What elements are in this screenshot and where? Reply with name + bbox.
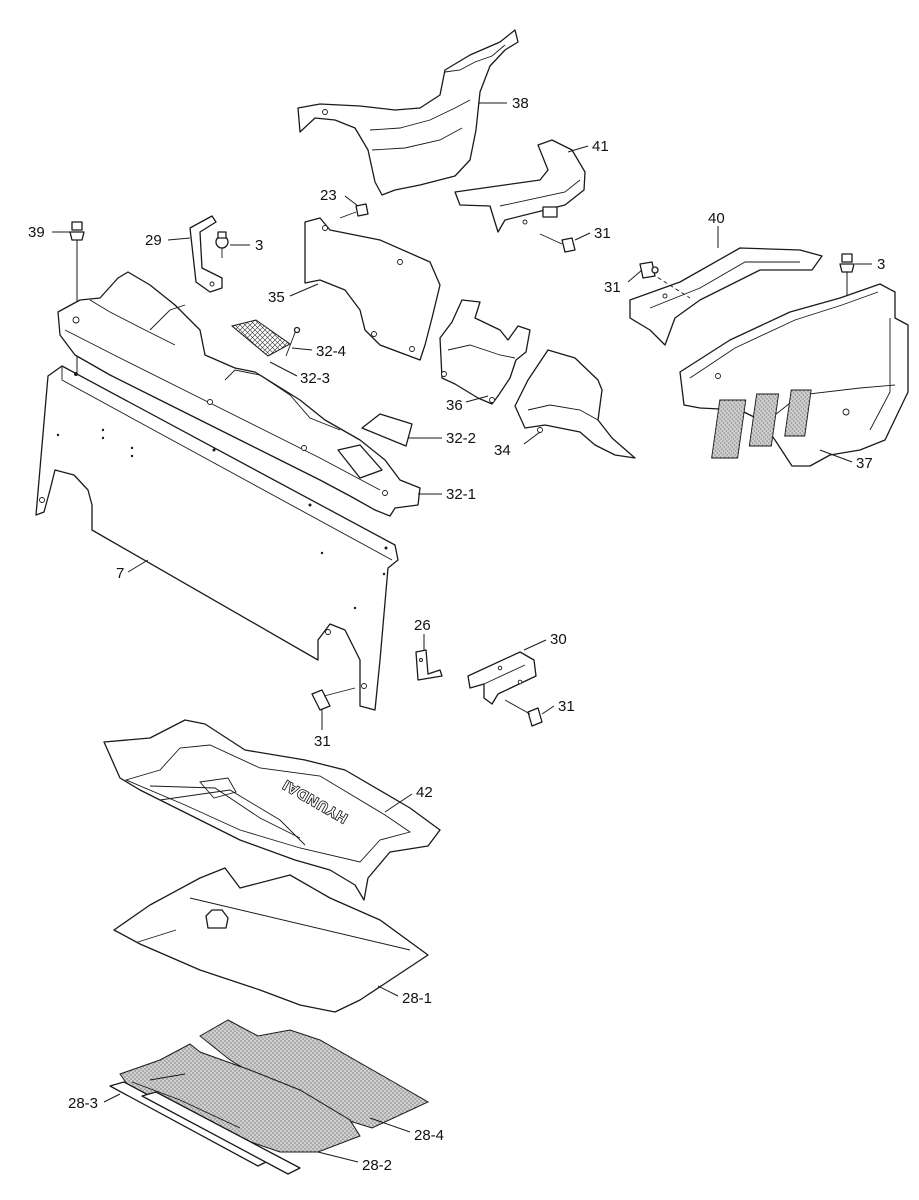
leader-28-3 <box>103 1093 121 1103</box>
part-41-bracket <box>454 139 586 233</box>
leader-37 <box>819 449 853 463</box>
part-32-2-pad <box>361 413 413 447</box>
label-36: 36 <box>446 397 463 414</box>
leader-30 <box>523 639 547 651</box>
label-34: 34 <box>494 442 511 459</box>
label-31b: 31 <box>604 279 621 296</box>
leader-28-2 <box>317 1151 359 1163</box>
part-28-3-strips <box>109 1081 301 1175</box>
leader-29 <box>167 237 191 241</box>
leader-28-1 <box>377 985 399 997</box>
part-3-clip-left <box>215 231 229 258</box>
part-31-bolt-upper <box>539 233 576 253</box>
part-42-floor-mat: HYUNDAI <box>103 719 441 901</box>
label-23: 23 <box>320 187 337 204</box>
label-32-3: 32-3 <box>300 370 330 387</box>
label-28-4: 28-4 <box>414 1127 444 1144</box>
leader-31a <box>574 232 591 241</box>
part-32-3-grille <box>230 319 291 357</box>
part-38-upper-cover <box>297 29 519 196</box>
part-31-bolt-right <box>639 261 659 279</box>
leader-32-3 <box>269 361 298 377</box>
label-31d: 31 <box>558 698 575 715</box>
label-28-2: 28-2 <box>362 1157 392 1174</box>
leader-23 <box>344 195 359 207</box>
label-3b: 3 <box>877 256 885 273</box>
leader-41 <box>567 145 589 153</box>
label-31c: 31 <box>314 733 331 750</box>
label-32-2: 32-2 <box>446 430 476 447</box>
label-26: 26 <box>414 617 431 634</box>
leader-36 <box>465 395 489 403</box>
label-40: 40 <box>708 210 725 227</box>
part-37-step-box <box>679 283 909 467</box>
label-30: 30 <box>550 631 567 648</box>
part-26-clip <box>415 649 443 681</box>
part-32-rear-console <box>57 271 421 517</box>
label-35: 35 <box>268 289 285 306</box>
part-28-1-floor-panel <box>113 867 429 1013</box>
label-28-1: 28-1 <box>402 990 432 1007</box>
label-42: 42 <box>416 784 433 801</box>
label-29: 29 <box>145 232 162 249</box>
label-32-4: 32-4 <box>316 343 346 360</box>
part-7-rear-panel <box>35 365 399 711</box>
label-32-1: 32-1 <box>446 486 476 503</box>
leader-34 <box>523 431 541 445</box>
label-39: 39 <box>28 224 45 241</box>
label-38: 38 <box>512 95 529 112</box>
part-34-cover <box>514 349 636 459</box>
label-41: 41 <box>592 138 609 155</box>
label-3a: 3 <box>255 237 263 254</box>
part-23-screw <box>339 203 369 219</box>
leader-32-4 <box>291 347 313 351</box>
label-28-3: 28-3 <box>68 1095 98 1112</box>
part-31-bolt-lower-right <box>504 699 543 727</box>
label-7: 7 <box>116 565 124 582</box>
leader-28-4 <box>369 1117 411 1133</box>
part-29-bracket <box>189 215 223 293</box>
part-31-bolt-lower-left <box>311 687 356 711</box>
part-35-side-cover <box>304 217 441 361</box>
leader-35 <box>289 283 319 297</box>
label-37: 37 <box>856 455 873 472</box>
leader-42 <box>384 793 413 813</box>
part-30-bracket <box>467 651 537 705</box>
part-36-cover <box>439 299 531 405</box>
leader-31d <box>541 705 555 715</box>
label-31a: 31 <box>594 225 611 242</box>
leader-7 <box>127 559 149 573</box>
leader-31b <box>627 269 643 283</box>
part-32-4-screw <box>285 326 301 357</box>
